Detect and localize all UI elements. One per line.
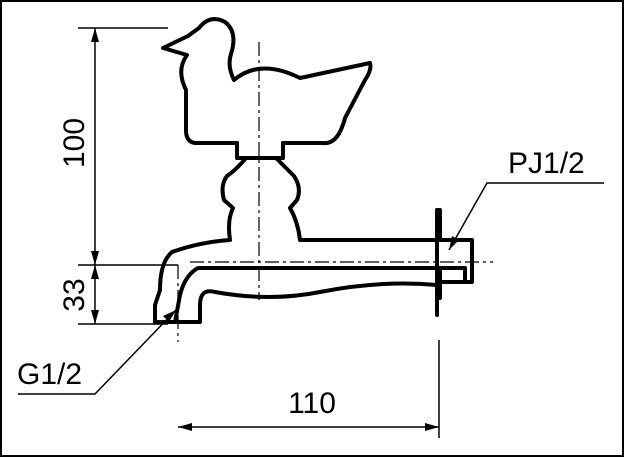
arrow-33-top: [91, 265, 99, 279]
dimension-label-33: 33: [58, 278, 91, 311]
arrow-100-bottom: [91, 251, 99, 265]
arrow-g: [163, 310, 176, 322]
valve-body: [153, 156, 467, 324]
leader-g: [18, 309, 177, 395]
arrow-100-top: [91, 28, 99, 42]
arrow-pj: [449, 236, 459, 250]
arrow-33-bottom: [91, 310, 99, 324]
arrow-110-left: [178, 423, 192, 431]
handle-stem: [235, 141, 285, 160]
duck-handle: [161, 17, 373, 146]
leader-pj: [448, 182, 604, 251]
thread-label-g: G1/2: [17, 358, 82, 391]
arrow-110-right: [425, 423, 439, 431]
dimension-label-110: 110: [288, 387, 336, 420]
thread-label-pj: PJ1/2: [508, 147, 585, 180]
valve-body-right: [274, 156, 474, 284]
dimension-label-100: 100: [58, 118, 91, 168]
